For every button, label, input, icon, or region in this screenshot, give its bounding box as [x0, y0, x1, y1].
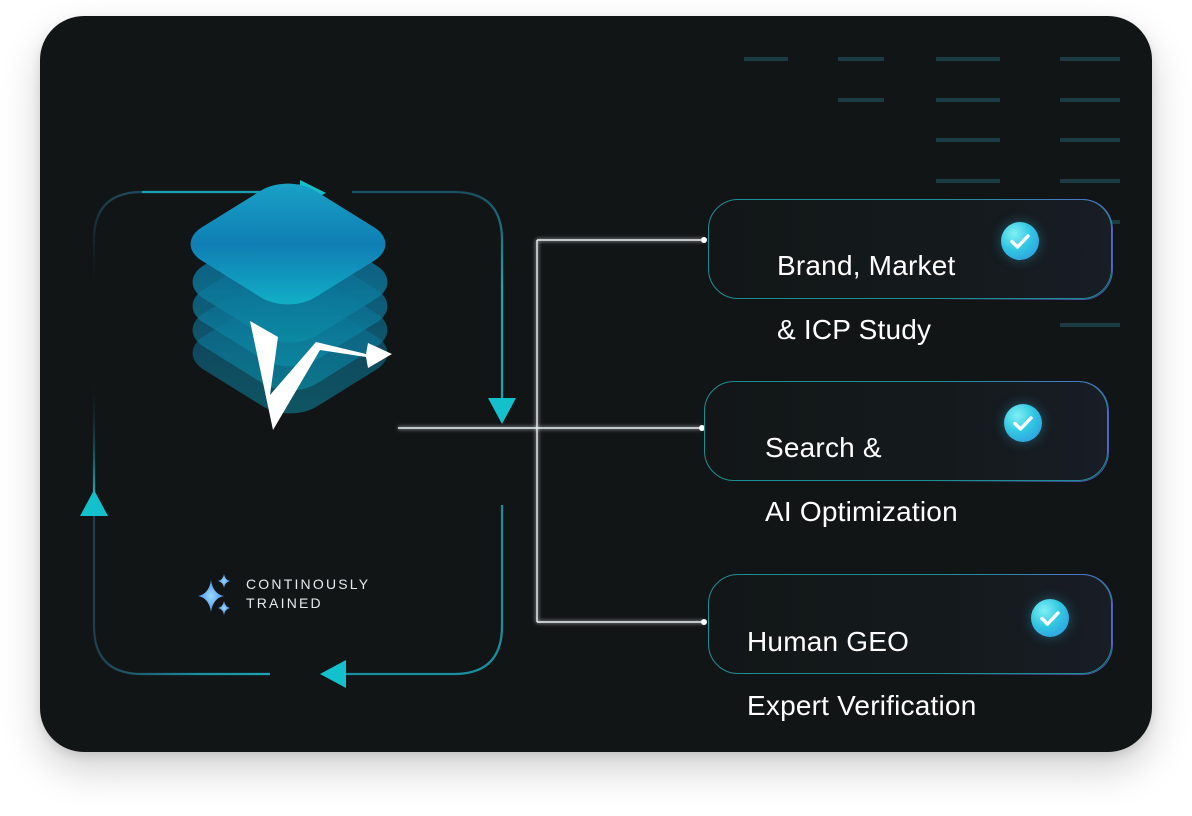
pill-label-line-2: Expert Verification: [747, 690, 977, 721]
training-loop: [92, 190, 504, 676]
arrow-down-icon: [488, 398, 516, 424]
pill-label: Human GEO Expert Verification: [747, 594, 976, 754]
pill-label-line-2: AI Optimization: [765, 496, 958, 527]
pill-label-line-1: Search &: [765, 432, 882, 463]
pill-label-line-1: Brand, Market: [777, 250, 956, 281]
badge-line-2: TRAINED: [246, 595, 323, 611]
logo-icon: [250, 321, 392, 430]
pill-label: Brand, Market & ICP Study: [777, 218, 955, 378]
check-circle-icon: [1031, 599, 1069, 637]
arrow-left-icon: [320, 660, 346, 688]
badge-line-1: CONTINOUSLY: [246, 576, 371, 592]
check-circle-icon: [1004, 404, 1042, 442]
check-circle-icon: [1001, 222, 1039, 260]
human-geo-verification-pill: Human GEO Expert Verification: [708, 574, 1112, 721]
logo-stack: [190, 183, 388, 414]
brand-market-icp-pill: Brand, Market & ICP Study: [708, 199, 1112, 345]
connector-lines: [398, 237, 707, 625]
continuously-trained-label: CONTINOUSLY TRAINED: [246, 575, 370, 613]
arrow-up-icon: [80, 490, 108, 516]
pill-label-line-1: Human GEO: [747, 626, 910, 657]
decorative-dashes: [744, 57, 1120, 327]
sparkle-icon: [198, 574, 230, 615]
pill-label-line-2: & ICP Study: [777, 314, 932, 345]
search-ai-optimization-pill: Search & AI Optimization: [704, 381, 1108, 527]
pill-label: Search & AI Optimization: [765, 400, 958, 560]
